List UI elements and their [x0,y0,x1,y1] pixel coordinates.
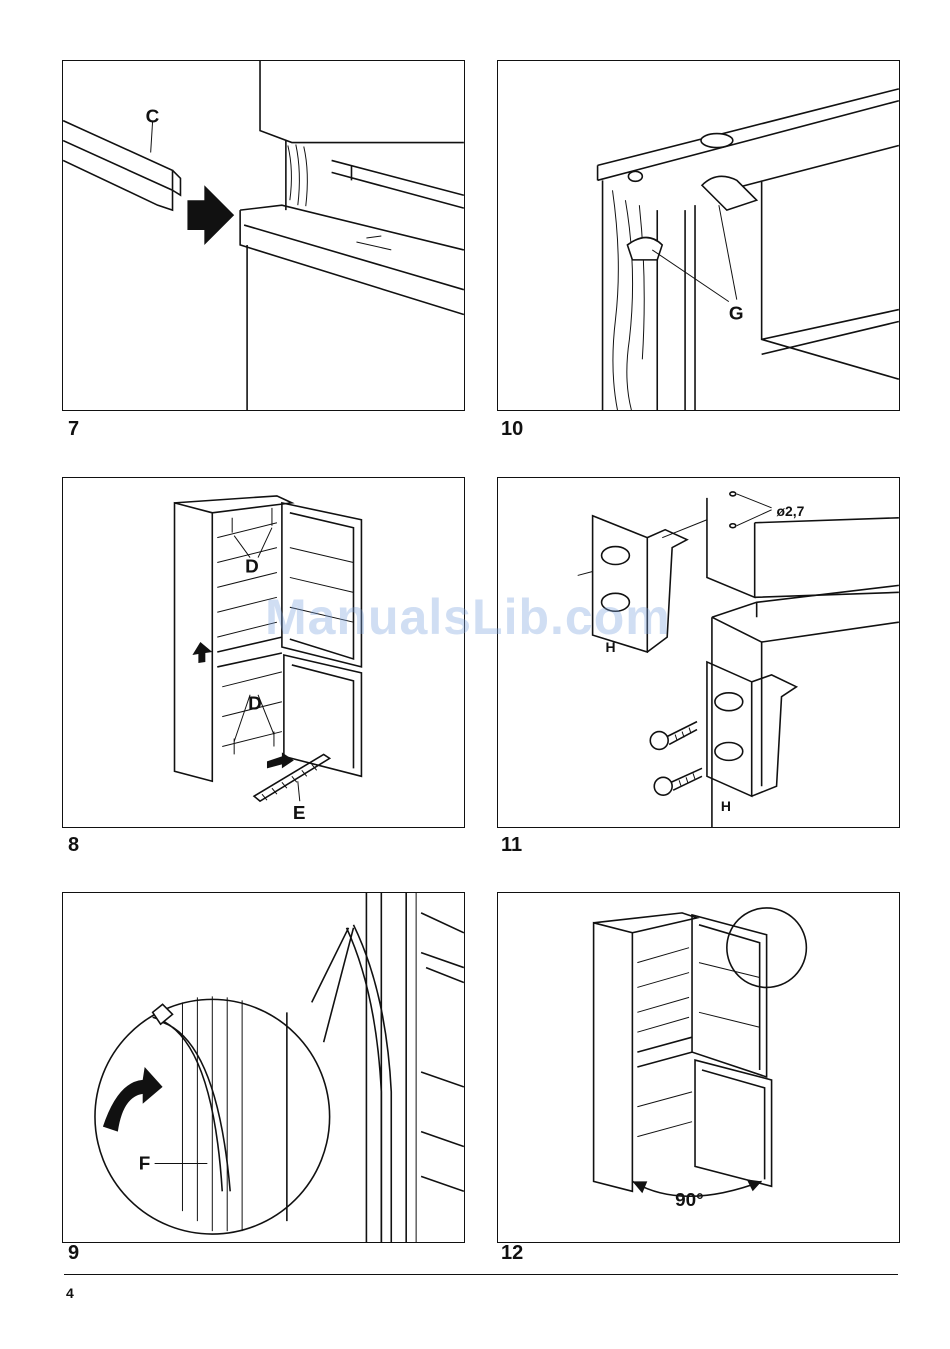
figure-11-number: 11 [501,834,522,857]
label-90-degrees: 90° [675,1190,704,1211]
figure-10-panel: G [497,60,900,411]
figure-10-number: 10 [501,418,523,441]
figure-12-illustration: 90° [498,893,899,1242]
label-h-upper: H [606,639,616,655]
figure-7-number: 7 [68,418,79,441]
figure-10-illustration: G [498,61,899,410]
figure-7-panel: C [62,60,465,411]
label-f: F [139,1153,151,1174]
page-number: 4 [66,1285,74,1301]
figure-9-number: 9 [68,1242,79,1265]
figure-7-illustration: C [63,61,464,410]
label-h-lower: H [721,798,731,814]
figure-9-panel: F [62,892,465,1243]
footer-rule [64,1274,898,1275]
label-c: C [146,107,160,128]
label-d-lower: D [248,694,262,715]
figure-9-illustration: F [63,893,464,1242]
figure-11-illustration: ø2,7 H H [498,478,899,827]
label-g: G [729,304,744,325]
label-diameter: ø2,7 [777,503,805,519]
figure-12-panel: 90° [497,892,900,1243]
figure-8-panel: D D E [62,477,465,828]
figure-11-panel: ø2,7 H H [497,477,900,828]
label-e: E [293,803,306,824]
figure-12-number: 12 [501,1242,523,1265]
figure-8-illustration: D D E [63,478,464,827]
figure-8-number: 8 [68,834,79,857]
label-d-upper: D [245,556,259,577]
